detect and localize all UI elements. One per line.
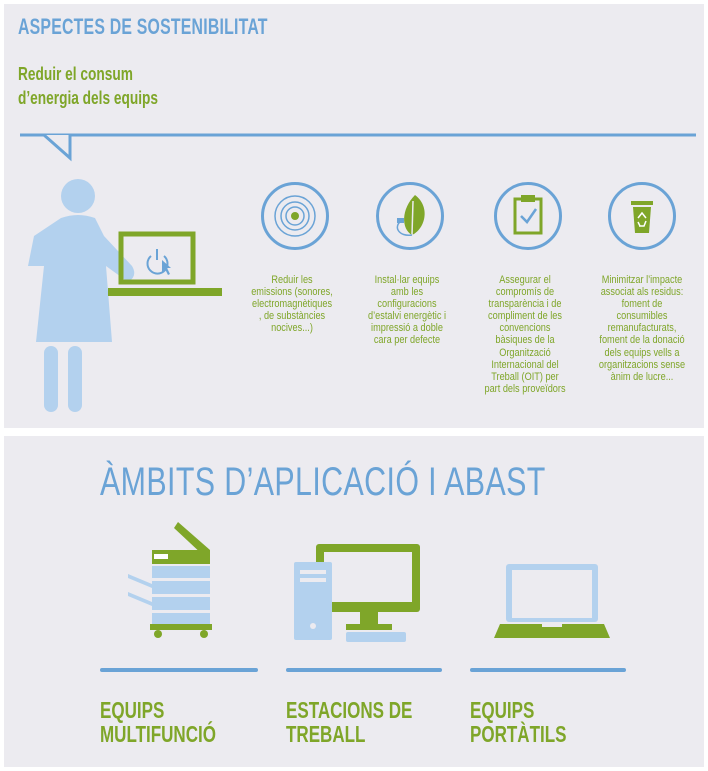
divider-bar-3 bbox=[470, 668, 626, 672]
label-workstations: ESTACIONS DE TREBALL bbox=[286, 697, 413, 747]
divider-bar-2 bbox=[286, 668, 442, 672]
recycle-bin-icon bbox=[608, 182, 676, 250]
clipboard-check-icon bbox=[494, 182, 562, 250]
speech-bubble-line bbox=[20, 133, 696, 412]
sound-waves-icon bbox=[261, 182, 329, 250]
laptop-power-icon bbox=[108, 231, 222, 296]
goal-line-1: Reduir el consum bbox=[18, 63, 133, 84]
sustainability-panel: ASPECTES DE SOSTENIBILITAT Reduir el con… bbox=[4, 4, 704, 428]
leaf-plug-icon bbox=[376, 182, 444, 250]
goal-line-2: d’energia dels equips bbox=[18, 87, 158, 108]
scope-title: ÀMBITS D’APLICACIÓ I ABAST bbox=[100, 460, 546, 504]
caption-energy-settings: Instal·lar equips amb les configuracions… bbox=[367, 274, 447, 347]
laptop-icon bbox=[494, 564, 610, 638]
caption-oit-compliance: Assegurar el compromís de transparència … bbox=[484, 274, 566, 395]
caption-waste: Minimitzar l’impacte associat als residu… bbox=[598, 274, 686, 383]
label-multifunction: EQUIPS MULTIFUNCIÓ bbox=[100, 697, 216, 747]
scope-panel: ÀMBITS D’APLICACIÓ I ABAST bbox=[4, 436, 704, 767]
person-icon bbox=[28, 179, 135, 412]
multifunction-printer-icon bbox=[128, 522, 212, 638]
label-laptops: EQUIPS PORTÀTILS bbox=[470, 697, 567, 747]
divider-bar-1 bbox=[100, 668, 258, 672]
caption-emissions: Reduir les emissions (sonores, electroma… bbox=[251, 274, 333, 335]
section-title: ASPECTES DE SOSTENIBILITAT bbox=[18, 14, 268, 39]
desktop-workstation-icon bbox=[294, 544, 420, 642]
goal-heading: Reduir el consum d’energia dels equips bbox=[18, 62, 158, 110]
